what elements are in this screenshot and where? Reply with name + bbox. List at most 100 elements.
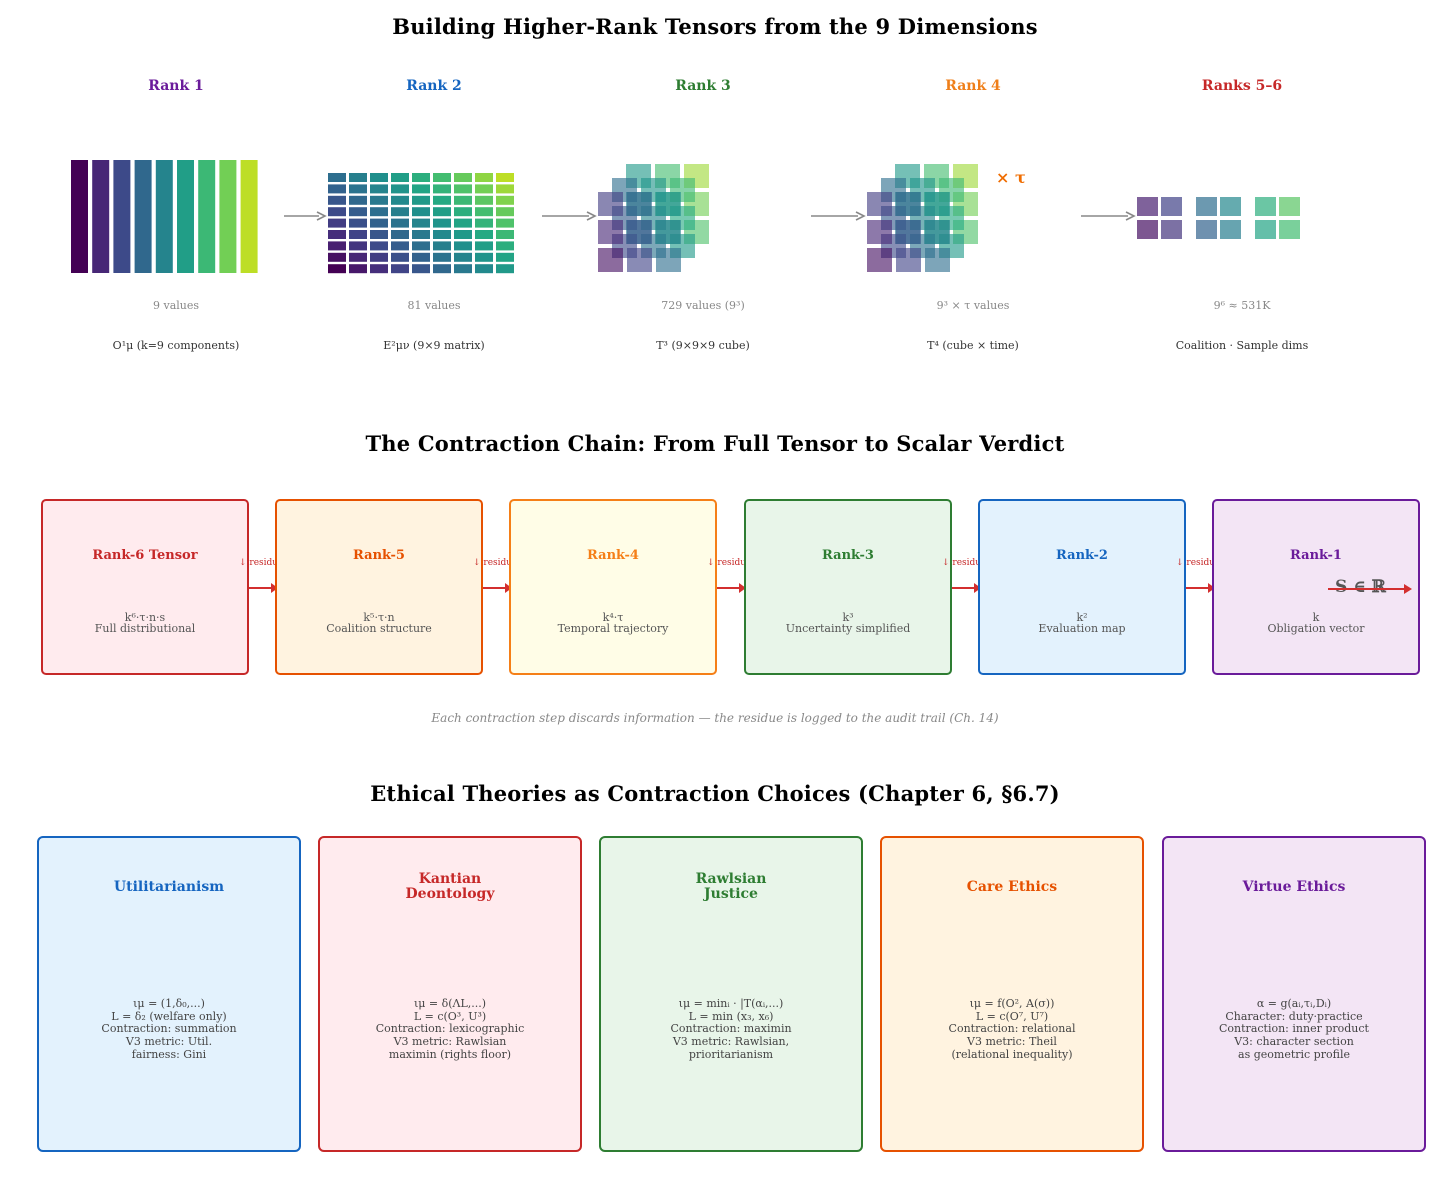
chain-box-title: Rank-5: [353, 548, 405, 563]
rank2-cell: [328, 230, 346, 239]
rank2-cell: [391, 195, 409, 205]
chain-box-dims: k: [1312, 611, 1320, 624]
rank2-cell: [391, 184, 409, 194]
theory-line: L = c(O⁷, U⁷): [975, 1009, 1049, 1023]
section3-title: Ethical Theories as Contraction Choices …: [370, 781, 1060, 806]
theory-line: Contraction: relational: [948, 1022, 1076, 1036]
rank2-cell: [412, 195, 430, 205]
rank2-cell: [433, 252, 451, 262]
rank1-bar: [177, 160, 194, 273]
rank2-cell: [412, 241, 430, 251]
rank2-cell: [475, 218, 493, 228]
chain-box-subtitle: Evaluation map: [1038, 622, 1126, 635]
rank2-description: E²μν (9×9 matrix): [383, 339, 485, 352]
rank56-cell: [1279, 197, 1300, 216]
rank4-cell: [867, 248, 892, 272]
theory-title: Rawlsian Justice: [695, 871, 767, 902]
theory-formulas: ιμ = minᵢ · |T(αᵢ,...)L = min (x₃, x₆)Co…: [607, 997, 855, 1062]
contraction-arrow: [952, 583, 981, 593]
rank3-cell: [627, 192, 652, 216]
rank1-bar: [92, 160, 110, 273]
rank4-description: T⁴ (cube × time): [927, 339, 1019, 352]
chain-box-subtitle: Temporal trajectory: [557, 622, 669, 635]
theory-line: (relational inequality): [951, 1047, 1073, 1061]
rank-arrow-head: [316, 211, 327, 221]
rank2-cell: [391, 173, 409, 182]
chain-box-dims: k³: [842, 611, 854, 624]
rank2-cell: [433, 184, 451, 194]
rank2-cell: [370, 173, 388, 182]
rank1-description: O¹μ (k=9 components): [112, 339, 240, 352]
rank2-cell: [475, 252, 493, 262]
rank2-cell: [391, 207, 409, 217]
rank3-cell: [656, 248, 681, 272]
rank2-cell: [412, 264, 430, 274]
rank4-cell: [896, 192, 921, 216]
rank2-cell: [349, 264, 367, 274]
rank4-cell: [896, 220, 921, 244]
rank2-cell: [391, 241, 409, 251]
rank2-count: 81 values: [407, 299, 461, 312]
chain-box-subtitle: Uncertainty simplified: [785, 622, 911, 635]
rank2-cell: [349, 241, 367, 251]
rank3-description: T³ (9×9×9 cube): [656, 339, 750, 352]
rank2-cell: [496, 184, 514, 194]
chain-box-title: Rank-1: [1290, 548, 1342, 563]
scalar-verdict-output: S ∈ ℝ: [1335, 577, 1386, 597]
rank2-cell: [454, 218, 472, 228]
theory-line: ιμ = (1,δ₀,...): [133, 997, 205, 1010]
tensor-rank-visuals: [71, 160, 1300, 274]
rank2-cell: [328, 184, 346, 194]
rank3-cell: [627, 220, 652, 244]
rank2-cell: [475, 207, 493, 217]
rank1-bar: [198, 160, 216, 273]
rank4-cell: [896, 248, 921, 272]
theory-line: fairness: Gini: [131, 1047, 207, 1061]
theory-line: V3 metric: Rawlsian,: [672, 1035, 790, 1049]
theory-title: Utilitarianism: [113, 879, 225, 895]
rank2-cell: [475, 241, 493, 251]
rank2-cell: [433, 207, 451, 217]
rank1-heading: Rank 1: [148, 78, 204, 94]
rank2-cell: [433, 218, 451, 228]
rank2-cell: [475, 173, 493, 182]
rank2-cell: [349, 252, 367, 262]
residue-label: ↓ residue: [1176, 558, 1221, 568]
rank2-cell: [454, 184, 472, 194]
final-output-arrow: [1328, 584, 1412, 594]
chain-box-dims: k²: [1076, 611, 1088, 624]
rank56-cell: [1161, 197, 1182, 216]
theory-line: Contraction: maximin: [670, 1022, 792, 1036]
theory-line: ιμ = f(O², A(σ)): [969, 997, 1055, 1010]
rank3-cell: [598, 220, 623, 244]
theory-formulas: ιμ = f(O², A(σ))L = c(O⁷, U⁷)Contraction…: [888, 997, 1136, 1062]
rank4-count: 9³ × τ values: [936, 299, 1010, 312]
rank56-cell: [1161, 220, 1182, 239]
theory-box-3: Rawlsian Justice ιμ = minᵢ · |T(αᵢ,...)L …: [599, 836, 863, 1152]
rank2-cell: [496, 207, 514, 217]
chain-box-dims: k⁴·τ: [602, 611, 624, 624]
rank3-cell: [627, 248, 652, 272]
rank2-cell: [328, 218, 346, 228]
rank2-cell: [370, 195, 388, 205]
theory-line: Contraction: inner product: [1219, 1022, 1369, 1036]
rank-arrow-head: [1125, 211, 1136, 221]
rank4-cell: [867, 220, 892, 244]
rank2-cell: [328, 241, 346, 251]
rank-arrow-head: [586, 211, 597, 221]
rank2-cell: [391, 230, 409, 239]
rank2-cell: [475, 264, 493, 274]
rank2-cell: [454, 173, 472, 182]
rank2-cell: [349, 195, 367, 205]
theory-line: Contraction: lexicographic: [375, 1022, 525, 1036]
rank2-cell: [433, 173, 451, 182]
rank2-cell: [433, 264, 451, 274]
rank56-cell: [1196, 220, 1217, 239]
rank3-cell: [598, 192, 623, 216]
contraction-arrow: [1186, 583, 1215, 593]
